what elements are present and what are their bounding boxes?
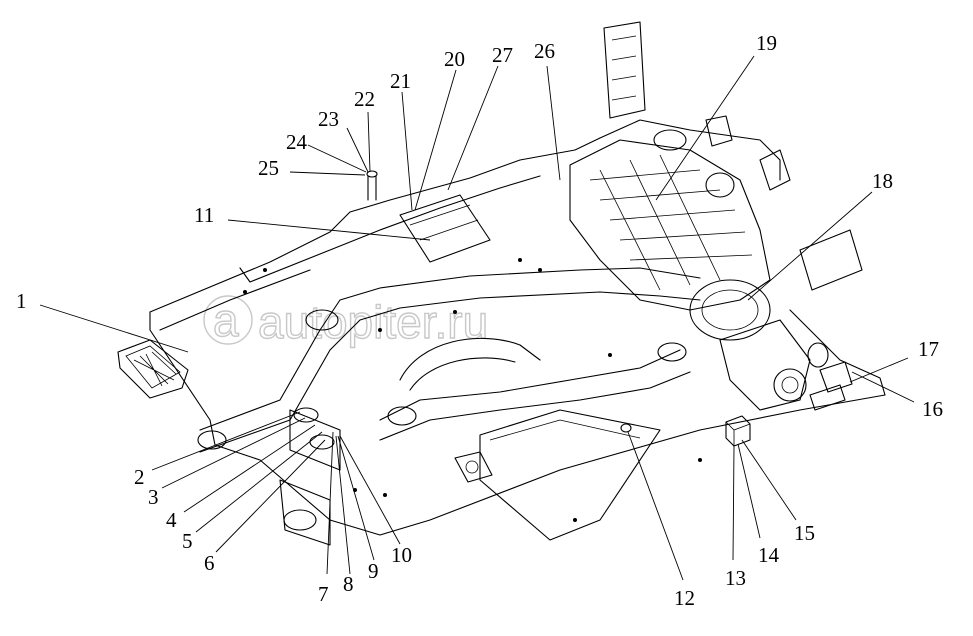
callout-1: 1	[16, 289, 27, 313]
watermark: a autopiter.ru	[203, 293, 489, 349]
callout-13: 13	[725, 566, 746, 590]
hydraulic-pump	[657, 319, 811, 411]
callout-25: 25	[258, 156, 279, 180]
callout-12: 12	[674, 586, 695, 610]
callout-21: 21	[390, 69, 411, 93]
callout-2: 2	[134, 465, 145, 489]
callout-14: 14	[758, 543, 780, 567]
leader-lines	[39, 55, 915, 581]
callout-20: 20	[444, 47, 465, 71]
callout-8: 8	[343, 572, 354, 596]
callout-10: 10	[391, 543, 412, 567]
fasteners	[243, 258, 702, 522]
valve-block	[807, 342, 853, 411]
callout-9: 9	[368, 559, 379, 583]
drain-plug	[620, 423, 632, 433]
front-panel	[454, 409, 661, 541]
callouts: 1 2 3 4 5 6 7 8 9 10 11 12 13 14 15 16 1…	[16, 31, 943, 610]
watermark-text: autopiter.ru	[258, 296, 488, 348]
callout-17: 17	[918, 337, 939, 361]
tank-panel	[399, 194, 491, 263]
callout-22: 22	[354, 87, 375, 111]
callout-27: 27	[492, 43, 513, 67]
fuel-filler	[366, 170, 378, 201]
callout-16: 16	[922, 397, 943, 421]
callout-19: 19	[756, 31, 777, 55]
callout-11: 11	[194, 203, 214, 227]
rear-cabinet	[603, 21, 646, 119]
callout-6: 6	[204, 551, 215, 575]
callout-23: 23	[318, 107, 339, 131]
main-frame	[149, 119, 886, 536]
callout-18: 18	[872, 169, 893, 193]
callout-24: 24	[286, 130, 308, 154]
wheel-well	[399, 337, 541, 391]
callout-5: 5	[182, 529, 193, 553]
callout-3: 3	[148, 485, 159, 509]
boom-arm	[197, 267, 701, 531]
battery-box	[725, 415, 751, 447]
callout-15: 15	[794, 521, 815, 545]
callout-4: 4	[166, 508, 177, 532]
callout-26: 26	[534, 39, 555, 63]
right-beam	[759, 149, 863, 291]
engine	[569, 115, 771, 341]
callout-7: 7	[318, 582, 329, 606]
